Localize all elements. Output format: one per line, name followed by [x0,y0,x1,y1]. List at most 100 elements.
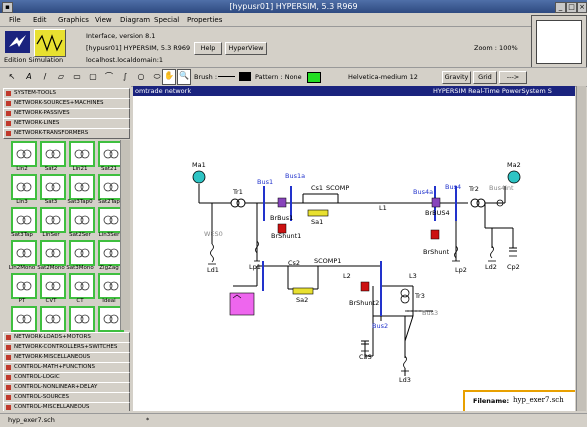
palette-item[interactable] [98,207,124,233]
palette-item[interactable] [11,141,37,167]
palette-category[interactable]: CONTROL-MISCELLANEOUS [3,402,130,411]
palette-item[interactable] [98,141,124,167]
window-title: [hypusr01] HYPERSIM, 5.3 R969 [229,2,358,11]
palette-item[interactable] [40,141,66,167]
label-cs2: Cs2 [288,259,300,267]
window-menu-button[interactable]: ▪ [2,2,13,13]
category-marker-icon [6,375,11,380]
palette-category-expanded[interactable]: NETWORK-TRANSFORMERS [3,128,130,139]
circle-tool-icon[interactable]: ○ [137,72,145,81]
generator-ma1-icon[interactable] [192,170,206,184]
label-cs1: Cs1 [311,184,323,192]
source-block-icon[interactable] [229,292,255,316]
line-tool-icon[interactable]: / [43,72,47,81]
palette-item[interactable] [98,306,124,332]
label-bus4int: Bus4int [489,184,514,192]
menu-view[interactable]: View [95,16,112,24]
category-marker-icon [6,395,11,400]
palette-item-label: Sat2 [44,166,58,172]
palette-item[interactable] [11,174,37,200]
label-lp2: Lp2 [455,266,467,274]
minimize-button[interactable]: _ [555,2,566,13]
overview-panel[interactable] [531,15,587,68]
ellipse-tool-icon[interactable]: ⬭ [153,72,161,81]
palette-item[interactable] [40,273,66,299]
pan-hand-icon[interactable]: ✋ [162,69,176,85]
brush-line-preview[interactable] [218,76,235,77]
load-ld2-icon[interactable] [490,245,494,259]
palette-item[interactable] [11,240,37,266]
generator-ma2-icon[interactable] [507,170,521,184]
zoom-tool-icon[interactable]: 🔍 [177,69,191,85]
palette-item[interactable] [98,240,124,266]
palette-item[interactable] [40,240,66,266]
palette-item[interactable] [11,207,37,233]
arrester-sa1-icon[interactable] [307,209,329,217]
menu-file[interactable]: File [9,16,21,24]
palette-item[interactable] [11,273,37,299]
polygon-tool-icon[interactable]: ▱ [57,72,65,81]
menu-special[interactable]: Special [154,16,180,24]
text-tool-icon[interactable]: A [26,72,32,81]
gravity-button[interactable]: Gravity [442,71,471,84]
palette-item-label: CT [76,298,84,304]
pattern-color-swatch[interactable] [307,72,321,83]
component-palette: SYSTEM-TOOLS NETWORK-SOURCES+MACHINES NE… [0,86,131,411]
font-selector[interactable]: Helvetica-medium 12 [348,73,418,81]
palette-scrollbar[interactable] [120,140,130,330]
arrow-style-button[interactable]: ---> [499,71,527,84]
help-button[interactable]: Help [194,42,222,55]
menu-graphics[interactable]: Graphics [58,16,89,24]
menu-diagram[interactable]: Diagram [120,16,151,24]
menu-edit[interactable]: Edit [33,16,47,24]
category-marker-icon [6,345,11,350]
menu-properties[interactable]: Properties [187,16,223,24]
label-ld1: Ld1 [207,266,219,274]
grid-button[interactable]: Grid [473,71,497,84]
schematic-canvas[interactable]: omtrade network HYPERSIM Real-Time Power… [133,86,575,411]
palette-item-label: CVT [45,298,57,304]
breaker-brshunt1-icon[interactable] [277,223,287,234]
inductor-lp1-icon[interactable] [255,240,259,254]
close-button[interactable]: × [577,2,587,13]
polyline-tool-icon[interactable]: ⌒ [105,72,113,81]
hyperview-button[interactable]: HyperView [225,42,267,55]
overview-viewport[interactable] [536,20,582,64]
breaker-brshunt2-icon[interactable] [360,281,370,292]
palette-item-label: Lin2Mono [8,265,36,271]
category-marker-icon [6,355,11,360]
palette-item[interactable] [69,141,95,167]
transformer-symbol-icon [103,215,119,225]
title-block: Filename: hyp_exer7.sch [463,390,575,411]
label-bus1a: Bus1a [285,172,305,180]
transformer-tr3-icon[interactable] [400,294,410,304]
palette-item[interactable] [40,174,66,200]
rounded-rect-tool-icon[interactable]: ▢ [89,72,97,81]
breaker-brbus1-icon[interactable] [277,197,287,208]
select-arrow-icon[interactable]: ↖ [8,72,16,81]
palette-item[interactable] [69,240,95,266]
rectangle-tool-icon[interactable]: ▭ [73,72,81,81]
palette-item[interactable] [40,207,66,233]
breaker-brshunt-icon[interactable] [430,229,440,240]
palette-item[interactable] [69,207,95,233]
palette-item-label: Ideal [102,298,116,304]
arrester-sa2-icon[interactable] [292,287,314,295]
palette-item[interactable] [69,174,95,200]
menu-bar: File Edit Graphics View Diagram Special … [0,14,587,27]
brush-color-swatch[interactable] [239,72,251,81]
curve-tool-icon[interactable]: ∫ [122,72,128,81]
filename-value: hyp_exer7.sch [513,396,564,404]
maximize-button[interactable]: □ [566,2,577,13]
breaker-brbus4-icon[interactable] [431,197,441,208]
palette-item[interactable] [69,306,95,332]
palette-item[interactable] [69,273,95,299]
pattern-label: Pattern : None [255,73,302,81]
palette-item[interactable] [40,306,66,332]
load-ld3-icon[interactable] [403,355,407,369]
inductor-lp2-icon[interactable] [454,245,458,259]
canvas-vertical-scrollbar[interactable] [576,86,586,411]
load-ld1-icon[interactable] [210,243,214,263]
palette-item[interactable] [11,306,37,332]
transformer-symbol-icon [103,314,119,324]
